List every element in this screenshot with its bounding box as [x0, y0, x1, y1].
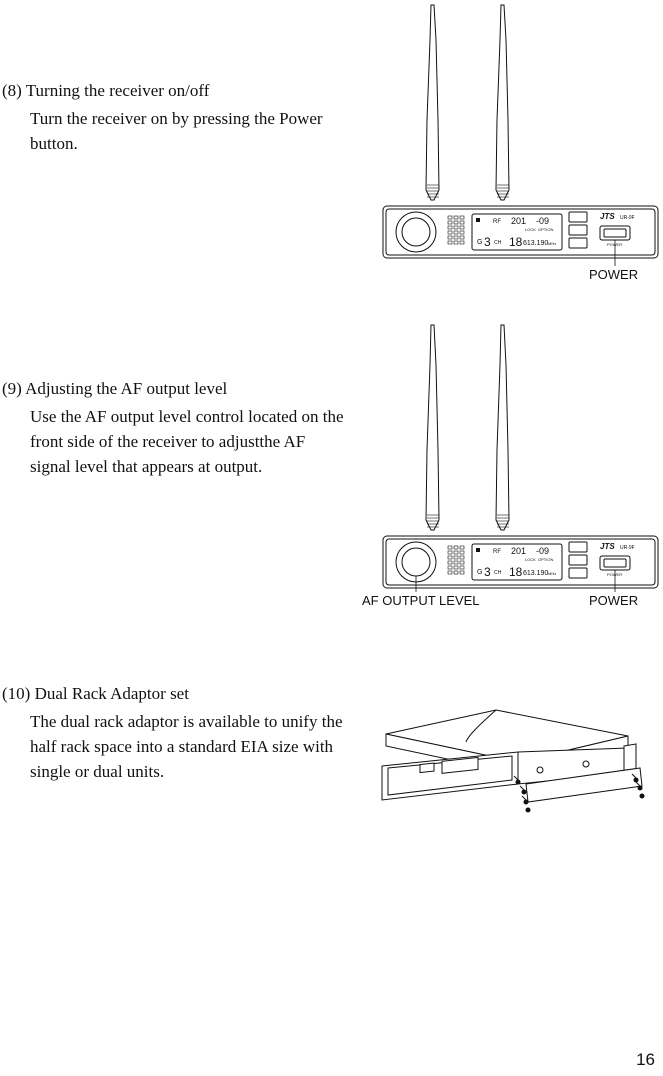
- display-rf: RF: [493, 549, 501, 555]
- section-title: (10) Dual Rack Adaptor set: [2, 684, 189, 703]
- brand-logo: JTS: [600, 212, 615, 221]
- display-group: G: [477, 239, 482, 246]
- section-body: Turn the receiver on by pressing the Pow…: [30, 109, 323, 153]
- section-dual-rack: (10) Dual Rack Adaptor set The dual rack…: [0, 683, 350, 784]
- dual-rack-adaptor-illustration: [378, 706, 663, 826]
- section-af-output: (9) Adjusting the AF output level Use th…: [0, 378, 350, 479]
- section-body: Use the AF output level control located …: [30, 407, 344, 476]
- display-lock: LOCK: [525, 227, 536, 232]
- power-callout: POWER: [589, 267, 639, 282]
- display-ch-num: 18: [509, 235, 523, 249]
- power-callout: POWER: [589, 593, 639, 608]
- display-ch: CH: [494, 570, 502, 576]
- display-level: -09: [536, 216, 549, 226]
- receiver-drawing: RF 201 -09 LOCK OPTION G 3 CH 18 613.190…: [382, 324, 659, 592]
- section-title: (9) Adjusting the AF output level: [2, 379, 228, 398]
- display-group: G: [477, 569, 482, 576]
- lock-icon: [476, 548, 480, 552]
- display-mhz: MHz: [548, 571, 556, 576]
- display-code: 201: [511, 216, 526, 226]
- model-name: UR-9F: [620, 545, 635, 551]
- brand-logo: JTS: [600, 542, 615, 551]
- display-code: 201: [511, 546, 526, 556]
- display-ch-num: 18: [509, 565, 523, 579]
- display-level: -09: [536, 546, 549, 556]
- display-group-num: 3: [484, 565, 491, 579]
- display-freq: 613.190: [523, 240, 548, 247]
- af-output-level-callout: AF OUTPUT LEVEL: [362, 593, 480, 608]
- display-ch: CH: [494, 240, 502, 246]
- lock-icon: [476, 218, 480, 222]
- receiver-drawing: RF 201 -09 LOCK OPTION G 3 CH 18 613.190…: [382, 4, 659, 266]
- page-number: 16: [636, 1050, 655, 1069]
- model-name: UR-9F: [620, 215, 635, 221]
- receiver-illustration-power: RF 201 -09 LOCK OPTION G 3 CH 18 613.190…: [378, 0, 663, 290]
- display-freq: 613.190: [523, 570, 548, 577]
- receiver-illustration-af: RF 201 -09 LOCK OPTION G 3 CH 18 613.190…: [362, 320, 663, 612]
- rack-drawing: [381, 709, 645, 813]
- section-body: The dual rack adaptor is available to un…: [30, 712, 343, 781]
- section-title: (8) Turning the receiver on/off: [2, 81, 210, 100]
- display-lock: LOCK: [525, 557, 536, 562]
- display-option: OPTION: [538, 557, 553, 562]
- section-turning-on-off: (8) Turning the receiver on/off Turn the…: [0, 80, 350, 156]
- display-option: OPTION: [538, 227, 553, 232]
- display-rf: RF: [493, 219, 501, 225]
- display-group-num: 3: [484, 235, 491, 249]
- display-mhz: MHz: [548, 241, 556, 246]
